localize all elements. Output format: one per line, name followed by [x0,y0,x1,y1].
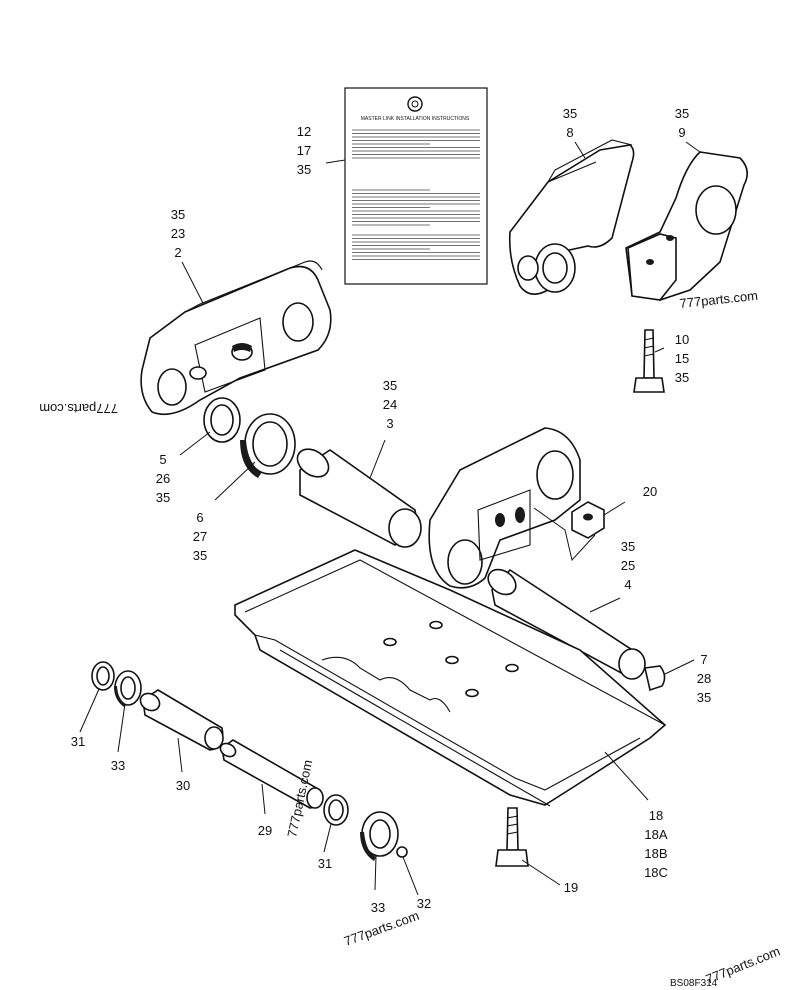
callout-line: 35 [697,690,711,705]
callout-line: 7 [700,652,707,667]
callout-10-15-35: 10 15 35 [675,332,689,385]
callout-31a: 31 [71,734,85,749]
callout-line: 8 [566,125,573,140]
callout-line: 20 [643,484,657,499]
callout-line: 4 [624,577,631,592]
callout-line: 33 [111,758,125,773]
watermark-upper-left: 777parts.com [39,401,118,416]
pin-29 [219,739,324,809]
callout-line: 35 [675,370,689,385]
bolt-10 [633,329,665,393]
master-link-instruction-card: MASTER LINK INSTALLATION INSTRUCTIONS [344,87,488,285]
callout-12-17-35: 12 17 35 [297,124,311,177]
callout-19: 19 [564,880,578,895]
bushing-30 [139,689,224,751]
seal-33-upper [114,670,142,707]
callout-line: 24 [383,397,397,412]
bushing-5 [203,397,241,443]
track-shoe-18 [234,549,667,807]
master-link-left-half [140,260,332,416]
callout-line: 35 [171,207,185,222]
nut-20 [571,501,605,539]
callout-line: 18C [644,865,668,880]
callout-line: 3 [386,416,393,431]
callout-line: 35 [193,548,207,563]
callout-line: 18A [644,827,667,842]
bolt-19 [495,807,529,867]
callout-line: 26 [156,471,170,486]
callout-line: 35 [675,106,689,121]
callout-line: 2 [174,245,181,260]
callout-line: 35 [621,539,635,554]
callout-line: 33 [371,900,385,915]
instruction-card-text-lines [352,129,480,260]
pin-3 [296,448,422,548]
callout-line: 17 [297,143,311,158]
callout-line: 35 [383,378,397,393]
callout-line: 6 [196,510,203,525]
callout-line: 10 [675,332,689,347]
callout-33a: 33 [111,758,125,773]
master-link-half-8 [508,139,635,295]
callout-5-26-35: 5 26 35 [156,452,170,505]
callout-line: 35 [563,106,577,121]
leader-lines [79,141,701,896]
instruction-card-heading: MASTER LINK INSTALLATION INSTRUCTIONS [361,116,470,122]
master-link-half-9 [625,151,748,301]
callout-line: 18 [649,808,663,823]
callout-line: 25 [621,558,635,573]
callout-6-27-35: 6 27 35 [193,510,207,563]
callout-line: 35 [297,162,311,177]
callout-line: 31 [71,734,85,749]
callout-line: 30 [176,778,190,793]
callout-line: 23 [171,226,185,241]
callout-line: 29 [258,823,272,838]
watermark-upper-right: 777parts.com [679,288,759,311]
callout-31b: 31 [318,856,332,871]
callout-line: 31 [318,856,332,871]
callout-18: 18 18A 18B 18C [644,808,668,880]
callout-line: 32 [417,896,431,911]
callout-35-24-3: 35 24 3 [383,378,397,431]
seal-33-lower [360,811,399,861]
callout-7-28-35: 7 28 35 [697,652,711,705]
callout-33b: 33 [371,900,385,915]
callout-line: 15 [675,351,689,366]
figure-code: BS08F314 [670,978,718,989]
ring-31-lower [323,794,349,826]
callout-line: 9 [678,125,685,140]
callout-20: 20 [643,484,657,499]
ring-31-upper [91,661,115,691]
plug-32 [396,846,408,858]
callout-line: 27 [193,529,207,544]
pin-4 [487,568,646,680]
plug-7 [644,665,666,692]
callout-29: 29 [258,823,272,838]
callout-line: 28 [697,671,711,686]
callout-line: 5 [159,452,166,467]
callout-line: 35 [156,490,170,505]
callout-line: 19 [564,880,578,895]
callout-30: 30 [176,778,190,793]
seal-6 [240,413,296,478]
callout-line: 18B [644,846,667,861]
callout-line: 12 [297,124,311,139]
callout-35-25-4: 35 25 4 [621,539,635,592]
callout-32: 32 [417,896,431,911]
callout-35-23-2: 35 23 2 [171,207,185,260]
master-link-lower [428,427,581,589]
